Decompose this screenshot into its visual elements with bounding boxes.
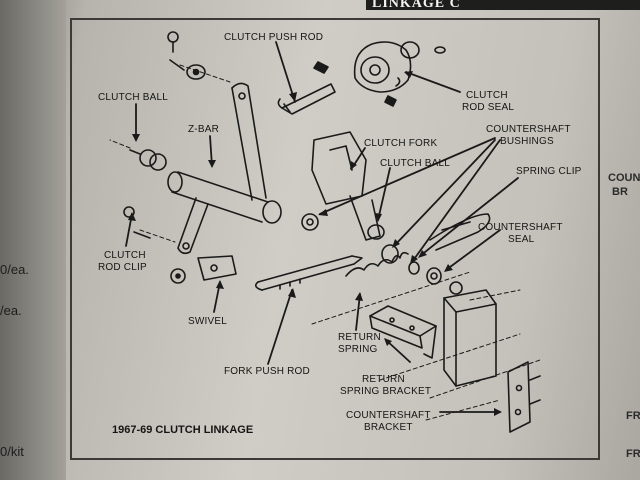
assembly-lines: [109, 64, 541, 421]
diagram-frame: [70, 18, 600, 460]
label-return-spring-bracket-line1: RETURN: [362, 374, 405, 385]
right-label: COUN: [608, 172, 640, 184]
label-clutch-ball-mid: CLUTCH BALL: [380, 158, 450, 169]
fork-push-rod-part: [254, 255, 363, 291]
label-return-spring-bracket-line2: SPRING BRACKET: [340, 386, 432, 397]
label-return-spring-line1: RETURN: [338, 332, 381, 343]
z-bar-part: [167, 82, 282, 255]
return-spring-part: [345, 251, 409, 277]
countershaft-bracket-part: [443, 289, 541, 433]
spring-clip-part: [429, 213, 491, 251]
label-z-bar: Z-BAR: [188, 124, 219, 135]
clutch-ball-left-part: [129, 149, 167, 171]
price-text: 0/kit: [0, 444, 24, 459]
left-margin: 0/ea. /ea. 0/kit: [0, 0, 66, 480]
clutch-push-rod-part: [277, 83, 336, 115]
right-panel: COUN BR FR FR: [598, 18, 640, 460]
label-clutch-fork: CLUTCH FORK: [364, 138, 438, 149]
label-clutch-rod-seal-line2: ROD SEAL: [462, 102, 515, 113]
label-clutch-rod-seal-line1: CLUTCH: [466, 90, 508, 101]
clutch-ball-top-part: [167, 31, 206, 80]
clutch-housing-part: [313, 41, 446, 107]
label-countershaft-seal-line2: SEAL: [508, 234, 535, 245]
label-countershaft-bracket-line2: BRACKET: [364, 422, 413, 433]
right-label: FR: [626, 448, 640, 460]
label-countershaft-bushings-line2: BUSHINGS: [500, 136, 554, 147]
clutch-rod-clip-part: [123, 206, 151, 239]
label-countershaft-seal-line1: COUNTERSHAFT: [478, 222, 563, 233]
label-countershaft-bracket-line1: COUNTERSHAFT: [346, 410, 431, 421]
arrow-heads: [128, 71, 502, 416]
price-text: 0/ea.: [0, 262, 29, 277]
label-clutch-rod-clip-line2: ROD CLIP: [98, 262, 147, 273]
countershaft-bushings-part: [301, 213, 463, 295]
swivel-part: [170, 255, 237, 284]
label-spring-clip: SPRING CLIP: [516, 166, 582, 177]
page-header-title: LINKAGE C: [372, 0, 461, 11]
header-bar: [366, 0, 640, 10]
label-swivel: SWIVEL: [188, 316, 227, 327]
leader-arrows: [125, 41, 519, 413]
label-clutch-ball-top: CLUTCH BALL: [98, 92, 168, 103]
label-fork-push-rod: FORK PUSH ROD: [224, 366, 310, 377]
price-text: /ea.: [0, 303, 22, 318]
right-label: FR: [626, 410, 640, 422]
label-return-spring-line2: SPRING: [338, 344, 378, 355]
right-label: BR: [612, 186, 628, 198]
label-clutch-rod-clip-line1: CLUTCH: [104, 250, 146, 261]
label-clutch-push-rod: CLUTCH PUSH ROD: [224, 32, 324, 43]
return-spring-bracket-part: [369, 305, 437, 359]
diagram-caption: 1967-69 CLUTCH LINKAGE: [112, 424, 254, 436]
label-countershaft-bushings-line1: COUNTERSHAFT: [486, 124, 571, 135]
